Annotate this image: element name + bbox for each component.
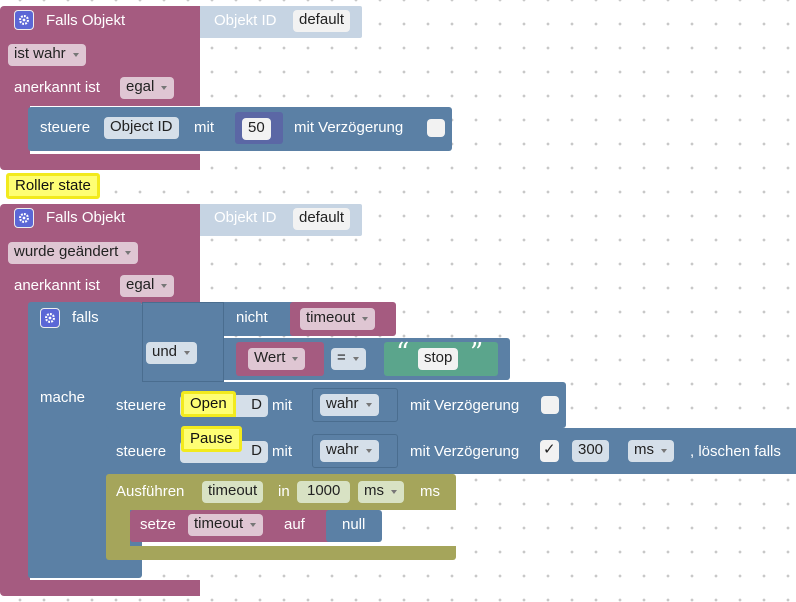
- object-id-label: Objekt ID: [214, 12, 277, 29]
- control-label: steuere: [116, 443, 167, 460]
- quote-close-icon: ”: [470, 338, 484, 368]
- object-id-value[interactable]: default: [293, 208, 351, 230]
- trigger-block-1-spine: [0, 100, 30, 160]
- do-label: mache: [40, 389, 86, 406]
- timeout-in: in: [278, 483, 290, 500]
- bool-dropdown-2[interactable]: wahr: [320, 440, 379, 462]
- ack-dropdown[interactable]: egal: [120, 275, 175, 297]
- timeout-block-bottom: [106, 546, 456, 560]
- timeout-unit-dropdown[interactable]: ms: [358, 481, 404, 503]
- gear-icon[interactable]: [14, 208, 34, 228]
- if-label: falls: [72, 309, 99, 326]
- wert-variable-dropdown[interactable]: Wert: [248, 348, 306, 370]
- not-label: nicht: [236, 309, 268, 326]
- trigger-dropdown[interactable]: ist wahr: [8, 44, 86, 66]
- object-id-value[interactable]: default: [293, 10, 351, 32]
- ack-label: anerkannt ist: [14, 277, 100, 294]
- trigger-header: Falls Objekt: [46, 12, 126, 29]
- comment-pause[interactable]: Pause: [181, 426, 242, 452]
- delay-checkbox[interactable]: [427, 119, 445, 137]
- null-block[interactable]: [326, 510, 382, 542]
- delay-label: mit Verzögerung: [410, 397, 520, 414]
- null-value: null: [342, 516, 366, 533]
- delay-label: mit Verzögerung: [294, 119, 404, 136]
- clear-label: , löschen falls: [690, 443, 781, 460]
- number-value[interactable]: 50: [242, 118, 271, 140]
- bool-dropdown-1[interactable]: wahr: [320, 394, 379, 416]
- delay-checkbox[interactable]: [541, 396, 559, 414]
- comment-roller-state[interactable]: Roller state: [6, 173, 100, 199]
- control-mit: mit: [194, 119, 214, 136]
- delay-label: mit Verzögerung: [410, 443, 520, 460]
- quote-open-icon: “: [396, 338, 410, 368]
- ack-label: anerkannt ist: [14, 79, 100, 96]
- gear-icon[interactable]: [14, 10, 34, 30]
- timeout-name-field[interactable]: timeout: [202, 481, 264, 503]
- set-auf: auf: [284, 516, 305, 533]
- delay-unit-dropdown[interactable]: ms: [628, 440, 674, 462]
- trigger-dropdown[interactable]: wurde geändert: [8, 242, 139, 264]
- set-label: setze: [140, 516, 176, 533]
- timeout-unit: ms: [420, 483, 440, 500]
- comment-open[interactable]: Open: [181, 391, 236, 417]
- and-operator-dropdown[interactable]: und: [146, 342, 198, 364]
- timeout-value[interactable]: 1000: [297, 481, 351, 503]
- gear-icon[interactable]: [40, 308, 60, 328]
- control-mit: mit: [272, 397, 292, 414]
- control-label: steuere: [116, 397, 167, 414]
- timeout-block-spine: [106, 508, 130, 548]
- trigger-block-1-bottom: [0, 154, 200, 170]
- trigger-block-2-bottom: [0, 580, 200, 596]
- object-id-label: Objekt ID: [214, 209, 277, 226]
- control-label: steuere: [40, 119, 91, 136]
- not-block[interactable]: [224, 302, 296, 336]
- delay-checkbox-checked[interactable]: ✓: [540, 440, 559, 462]
- string-value[interactable]: stop: [418, 348, 459, 370]
- trigger-block-2-spine: [0, 300, 30, 590]
- timeout-variable-dropdown[interactable]: timeout: [300, 308, 376, 330]
- compare-operator-dropdown[interactable]: =: [331, 348, 366, 370]
- timeout-label: Ausführen: [116, 483, 185, 500]
- if-block-bottom: [28, 560, 140, 578]
- control-object[interactable]: Object ID: [104, 117, 179, 139]
- set-variable-dropdown[interactable]: timeout: [188, 514, 264, 536]
- delay-value[interactable]: 300: [572, 440, 610, 462]
- trigger-header: Falls Objekt: [46, 209, 126, 226]
- control-mit: mit: [272, 443, 292, 460]
- ack-dropdown[interactable]: egal: [120, 77, 175, 99]
